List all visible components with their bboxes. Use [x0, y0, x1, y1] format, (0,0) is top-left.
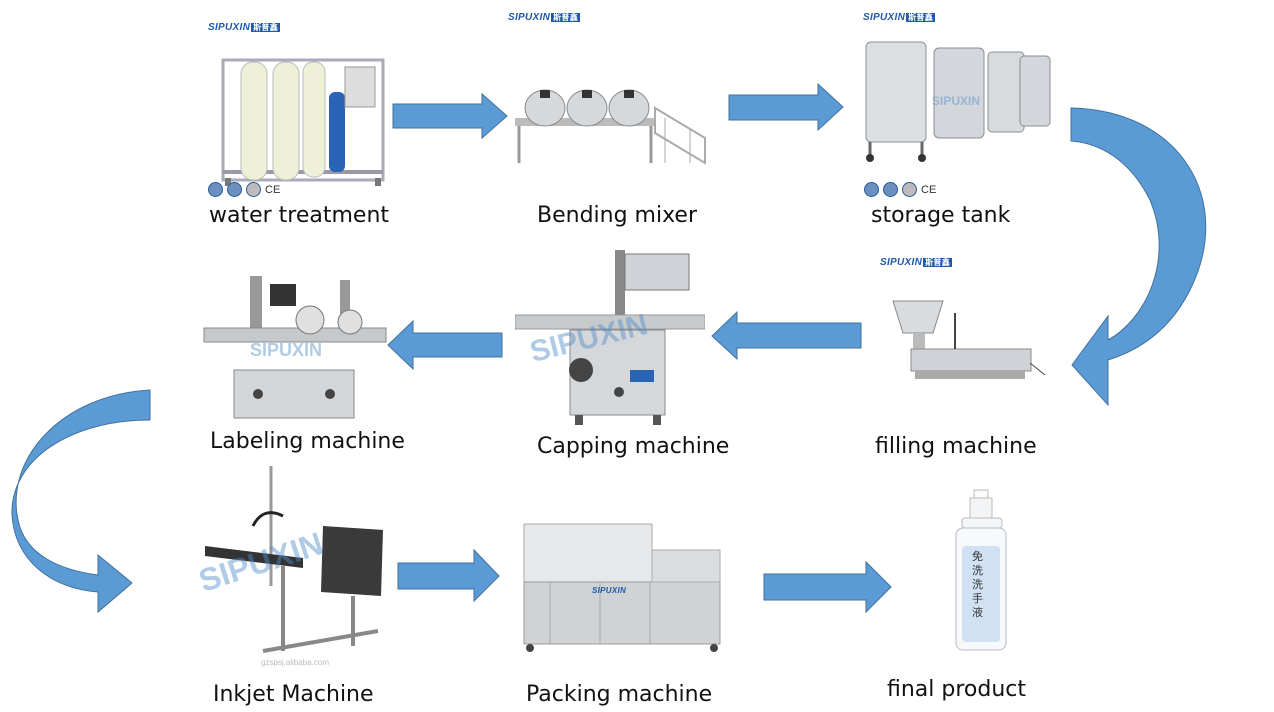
labeling-machine-step: SIPUXIN	[200, 270, 390, 425]
bending-mixer-image	[515, 89, 706, 165]
site-watermark: gzspsj.alibaba.com	[261, 658, 330, 667]
arrow-water-to-mixer	[392, 92, 508, 140]
bending-mixer-label: Bending mixer	[537, 203, 698, 228]
filling-machine-label: filling machine	[875, 434, 1037, 459]
inkjet-machine-step: SIPUXIN gzspsj.alibaba.com	[193, 466, 403, 671]
final-product-step: 免洗洗手液	[950, 488, 1010, 658]
arrow-filling-to-capping	[711, 310, 862, 361]
capping-machine-label: Capping machine	[537, 434, 730, 459]
cert-badges: CE	[208, 182, 280, 197]
final-product-label: final product	[887, 677, 1027, 702]
packing-machine-label: Packing machine	[526, 682, 713, 707]
storage-tank-image	[865, 41, 1051, 162]
capping-machine-image	[515, 250, 705, 425]
brand-logo: SIPUXIN	[592, 586, 627, 595]
filling-machine-image	[892, 300, 1046, 379]
storage-tank-label: storage tank	[871, 203, 1011, 228]
inkjet-machine-label: Inkjet Machine	[213, 682, 374, 707]
arrow-labeling-to-inkjet	[11, 389, 151, 614]
brand-watermark: SIPUXIN	[250, 340, 323, 360]
brand-watermark: SIPUXIN	[932, 94, 981, 108]
arrow-tank-to-filling	[1070, 107, 1207, 407]
inkjet-machine-image	[205, 466, 383, 653]
bottle-label-text: 免洗洗手液	[972, 551, 983, 619]
packing-machine-image	[523, 523, 721, 652]
water-treatment-image	[221, 58, 385, 186]
soap-bottle-image	[955, 489, 1007, 651]
capping-machine-step: SIPUXIN	[515, 240, 705, 435]
arrow-packing-to-final	[763, 560, 892, 614]
arrow-mixer-to-tank	[728, 82, 844, 132]
labeling-machine-label: Labeling machine	[210, 429, 405, 454]
cert-badges: CE	[864, 182, 936, 197]
water-treatment-label: water treatment	[209, 203, 390, 228]
arrow-inkjet-to-packing	[397, 548, 500, 603]
labeling-machine-image	[203, 276, 387, 419]
packing-machine-step: SIPUXIN	[520, 520, 725, 655]
arrow-capping-to-labeling	[387, 319, 503, 371]
